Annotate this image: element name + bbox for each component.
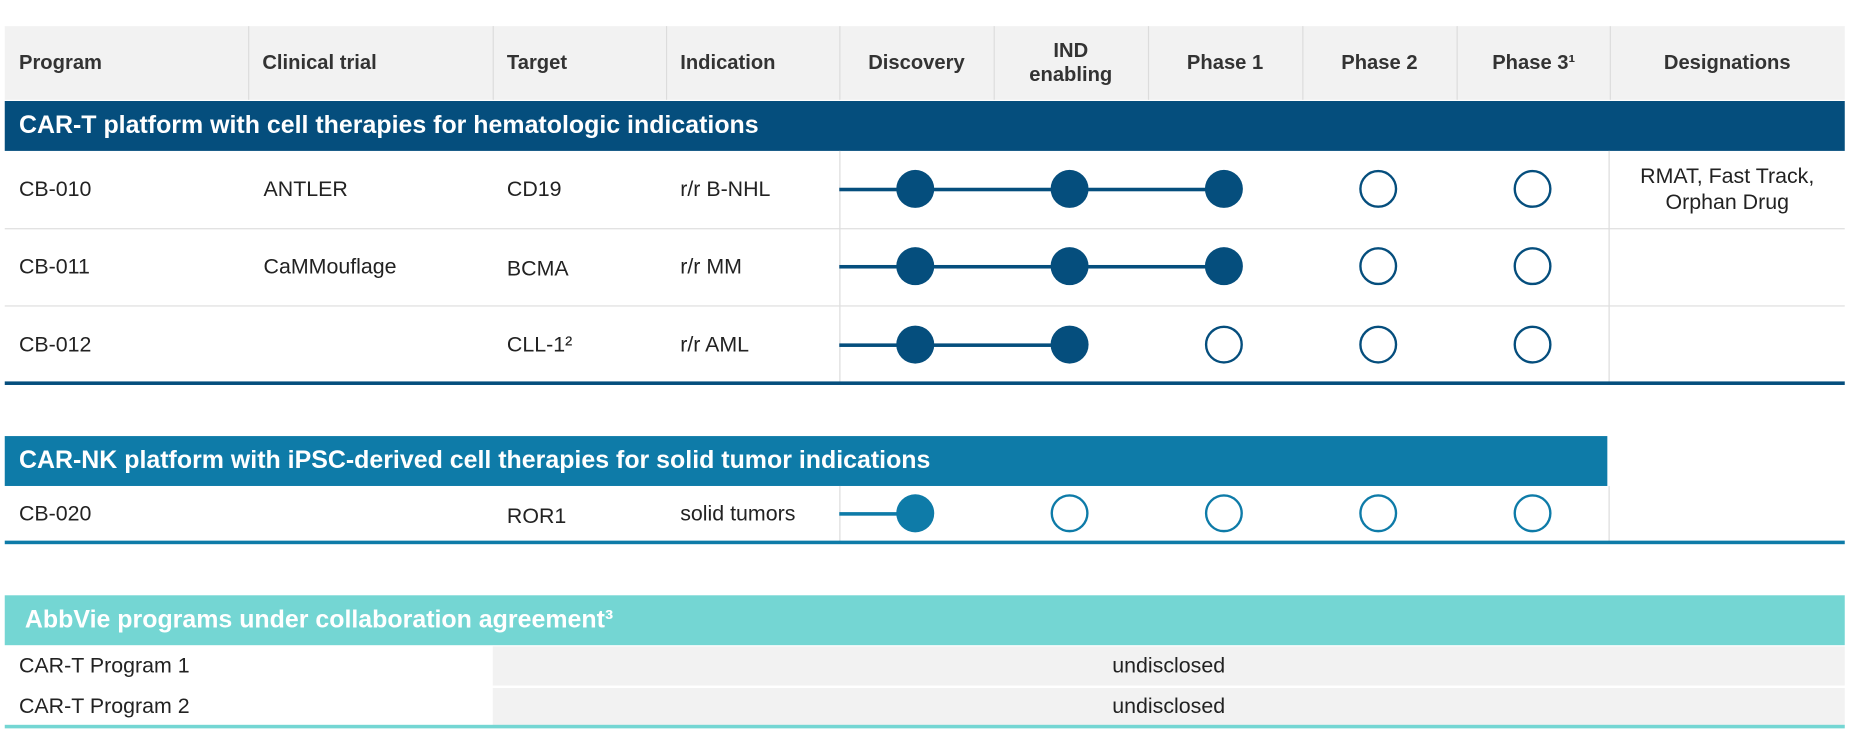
program-name: CB-012 — [18, 332, 92, 357]
section-title-abbvie: AbbVie programs under collaboration agre… — [4, 595, 1845, 646]
header-divider — [1456, 26, 1458, 100]
stage-pending-dot — [1359, 169, 1398, 208]
undisclosed-band — [492, 687, 1845, 728]
progress-line — [839, 264, 1224, 269]
header-divider — [1302, 26, 1304, 100]
table-header: Program Clinical trial Target Indication… — [4, 26, 1845, 100]
stage-pending-dot — [1513, 169, 1552, 208]
stage-pending-dot — [1513, 494, 1552, 533]
program-name: CB-020 — [18, 501, 92, 526]
header-discovery: Discovery — [868, 51, 965, 74]
header-phase-1: Phase 1 — [1186, 51, 1264, 74]
program-cell — [4, 646, 493, 686]
stage-pending-dot — [1513, 247, 1552, 286]
section-bottom-rule — [4, 724, 1845, 729]
stage-complete-dot — [896, 247, 935, 286]
stage-complete-dot — [1204, 247, 1243, 286]
clinical-trial-name: CaMMouflage — [263, 254, 397, 279]
target-name: BCMA — [506, 256, 569, 281]
target-name: CLL-1² — [506, 332, 573, 357]
indication-name: solid tumors — [680, 501, 796, 526]
program-cell — [4, 687, 493, 728]
header-program: Program — [18, 51, 102, 74]
target-name: ROR1 — [506, 503, 567, 528]
stage-complete-dot — [1050, 325, 1089, 364]
program-name: CAR-T Program 1 — [18, 653, 190, 678]
progress-line — [839, 512, 916, 516]
row-divider — [4, 685, 1845, 688]
progress-line — [839, 187, 1224, 192]
stage-complete-dot — [896, 169, 935, 208]
designations-cell: RMAT, Fast Track, Orphan Drug — [1610, 163, 1845, 215]
target-name: CD19 — [506, 177, 562, 201]
stage-pending-dot — [1204, 325, 1243, 364]
column-divider — [1608, 485, 1610, 544]
header-phase-2: Phase 2 — [1341, 51, 1418, 74]
column-divider — [1608, 150, 1610, 384]
stage-pending-dot — [1204, 494, 1243, 533]
status-undisclosed: undisclosed — [1112, 653, 1226, 678]
header-divider — [1147, 26, 1150, 100]
row-divider — [4, 228, 1845, 230]
stage-complete-dot — [1050, 247, 1089, 286]
header-divider — [839, 26, 841, 100]
stage-pending-dot — [1359, 494, 1398, 533]
header-target: Target — [506, 51, 568, 74]
header-indication: Indication — [680, 51, 776, 74]
header-divider — [248, 26, 250, 100]
stage-complete-dot — [1204, 169, 1243, 208]
header-clinical-trial: Clinical trial — [262, 51, 377, 74]
header-phase-3: Phase 3¹ — [1492, 51, 1576, 74]
stage-pending-dot — [1050, 494, 1089, 533]
header-ind-line1: IND — [1053, 39, 1089, 62]
header-designations: Designations — [1663, 51, 1791, 74]
designation-line: RMAT, Fast Track, — [1640, 163, 1815, 188]
row-divider — [4, 305, 1845, 307]
stage-pending-dot — [1359, 247, 1398, 286]
stage-complete-dot — [896, 494, 935, 533]
stage-complete-dot — [1050, 169, 1089, 208]
designation-line: Orphan Drug — [1665, 190, 1789, 214]
header-ind-enabling: IND enabling — [994, 26, 1148, 100]
clinical-trial-name: ANTLER — [263, 177, 348, 201]
program-name: CB-011 — [18, 254, 90, 279]
header-divider — [665, 26, 668, 100]
header-ind-line2: enabling — [1029, 62, 1113, 86]
stage-pending-dot — [1359, 325, 1398, 364]
section-title-cart: CAR-T platform with cell therapies for h… — [4, 100, 1845, 151]
header-divider — [492, 26, 494, 100]
undisclosed-band — [492, 646, 1845, 686]
section-title-car-nk: CAR-NK platform with iPSC-derived cell t… — [4, 436, 1608, 486]
section-bottom-rule — [4, 381, 1845, 385]
indication-name: r/r AML — [680, 332, 750, 357]
header-divider — [993, 26, 995, 100]
status-undisclosed: undisclosed — [1112, 693, 1226, 718]
section-bottom-rule — [4, 540, 1845, 545]
stage-complete-dot — [896, 325, 935, 364]
stage-pending-dot — [1513, 325, 1552, 364]
progress-line — [839, 343, 1070, 347]
indication-name: r/r B-NHL — [680, 177, 771, 201]
program-name: CAR-T Program 2 — [18, 693, 190, 718]
indication-name: r/r MM — [680, 254, 742, 279]
header-divider — [1609, 26, 1611, 100]
program-name: CB-010 — [18, 177, 92, 201]
